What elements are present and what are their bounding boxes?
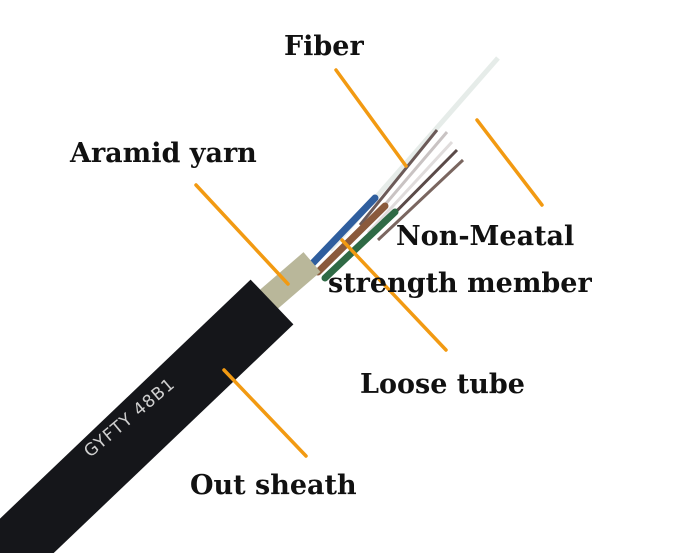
fiber-strand xyxy=(358,129,439,226)
loose-tubes xyxy=(306,194,399,282)
leader-lines xyxy=(194,68,544,458)
leader-loose-tube xyxy=(340,238,448,352)
leader-strength xyxy=(475,118,544,207)
tube-blue xyxy=(306,194,379,270)
fiber-strand xyxy=(376,158,465,242)
aramid-yarn xyxy=(259,252,321,310)
label-fiber: Fiber xyxy=(284,31,364,62)
label-loose-tube: Loose tube xyxy=(360,369,525,400)
label-strength-line1: Non-Meatal xyxy=(396,221,574,252)
leader-fiber xyxy=(334,68,408,168)
leader-sheath xyxy=(222,368,308,458)
leader-aramid xyxy=(194,183,290,286)
tube-brown xyxy=(314,202,389,276)
tube-green xyxy=(321,208,399,282)
fiber-strand xyxy=(366,140,454,235)
label-aramid-yarn: Aramid yarn xyxy=(69,138,257,169)
label-strength-line2: strength member xyxy=(328,268,592,299)
outer-sheath xyxy=(0,279,294,553)
label-out-sheath: Out sheath xyxy=(190,470,357,501)
